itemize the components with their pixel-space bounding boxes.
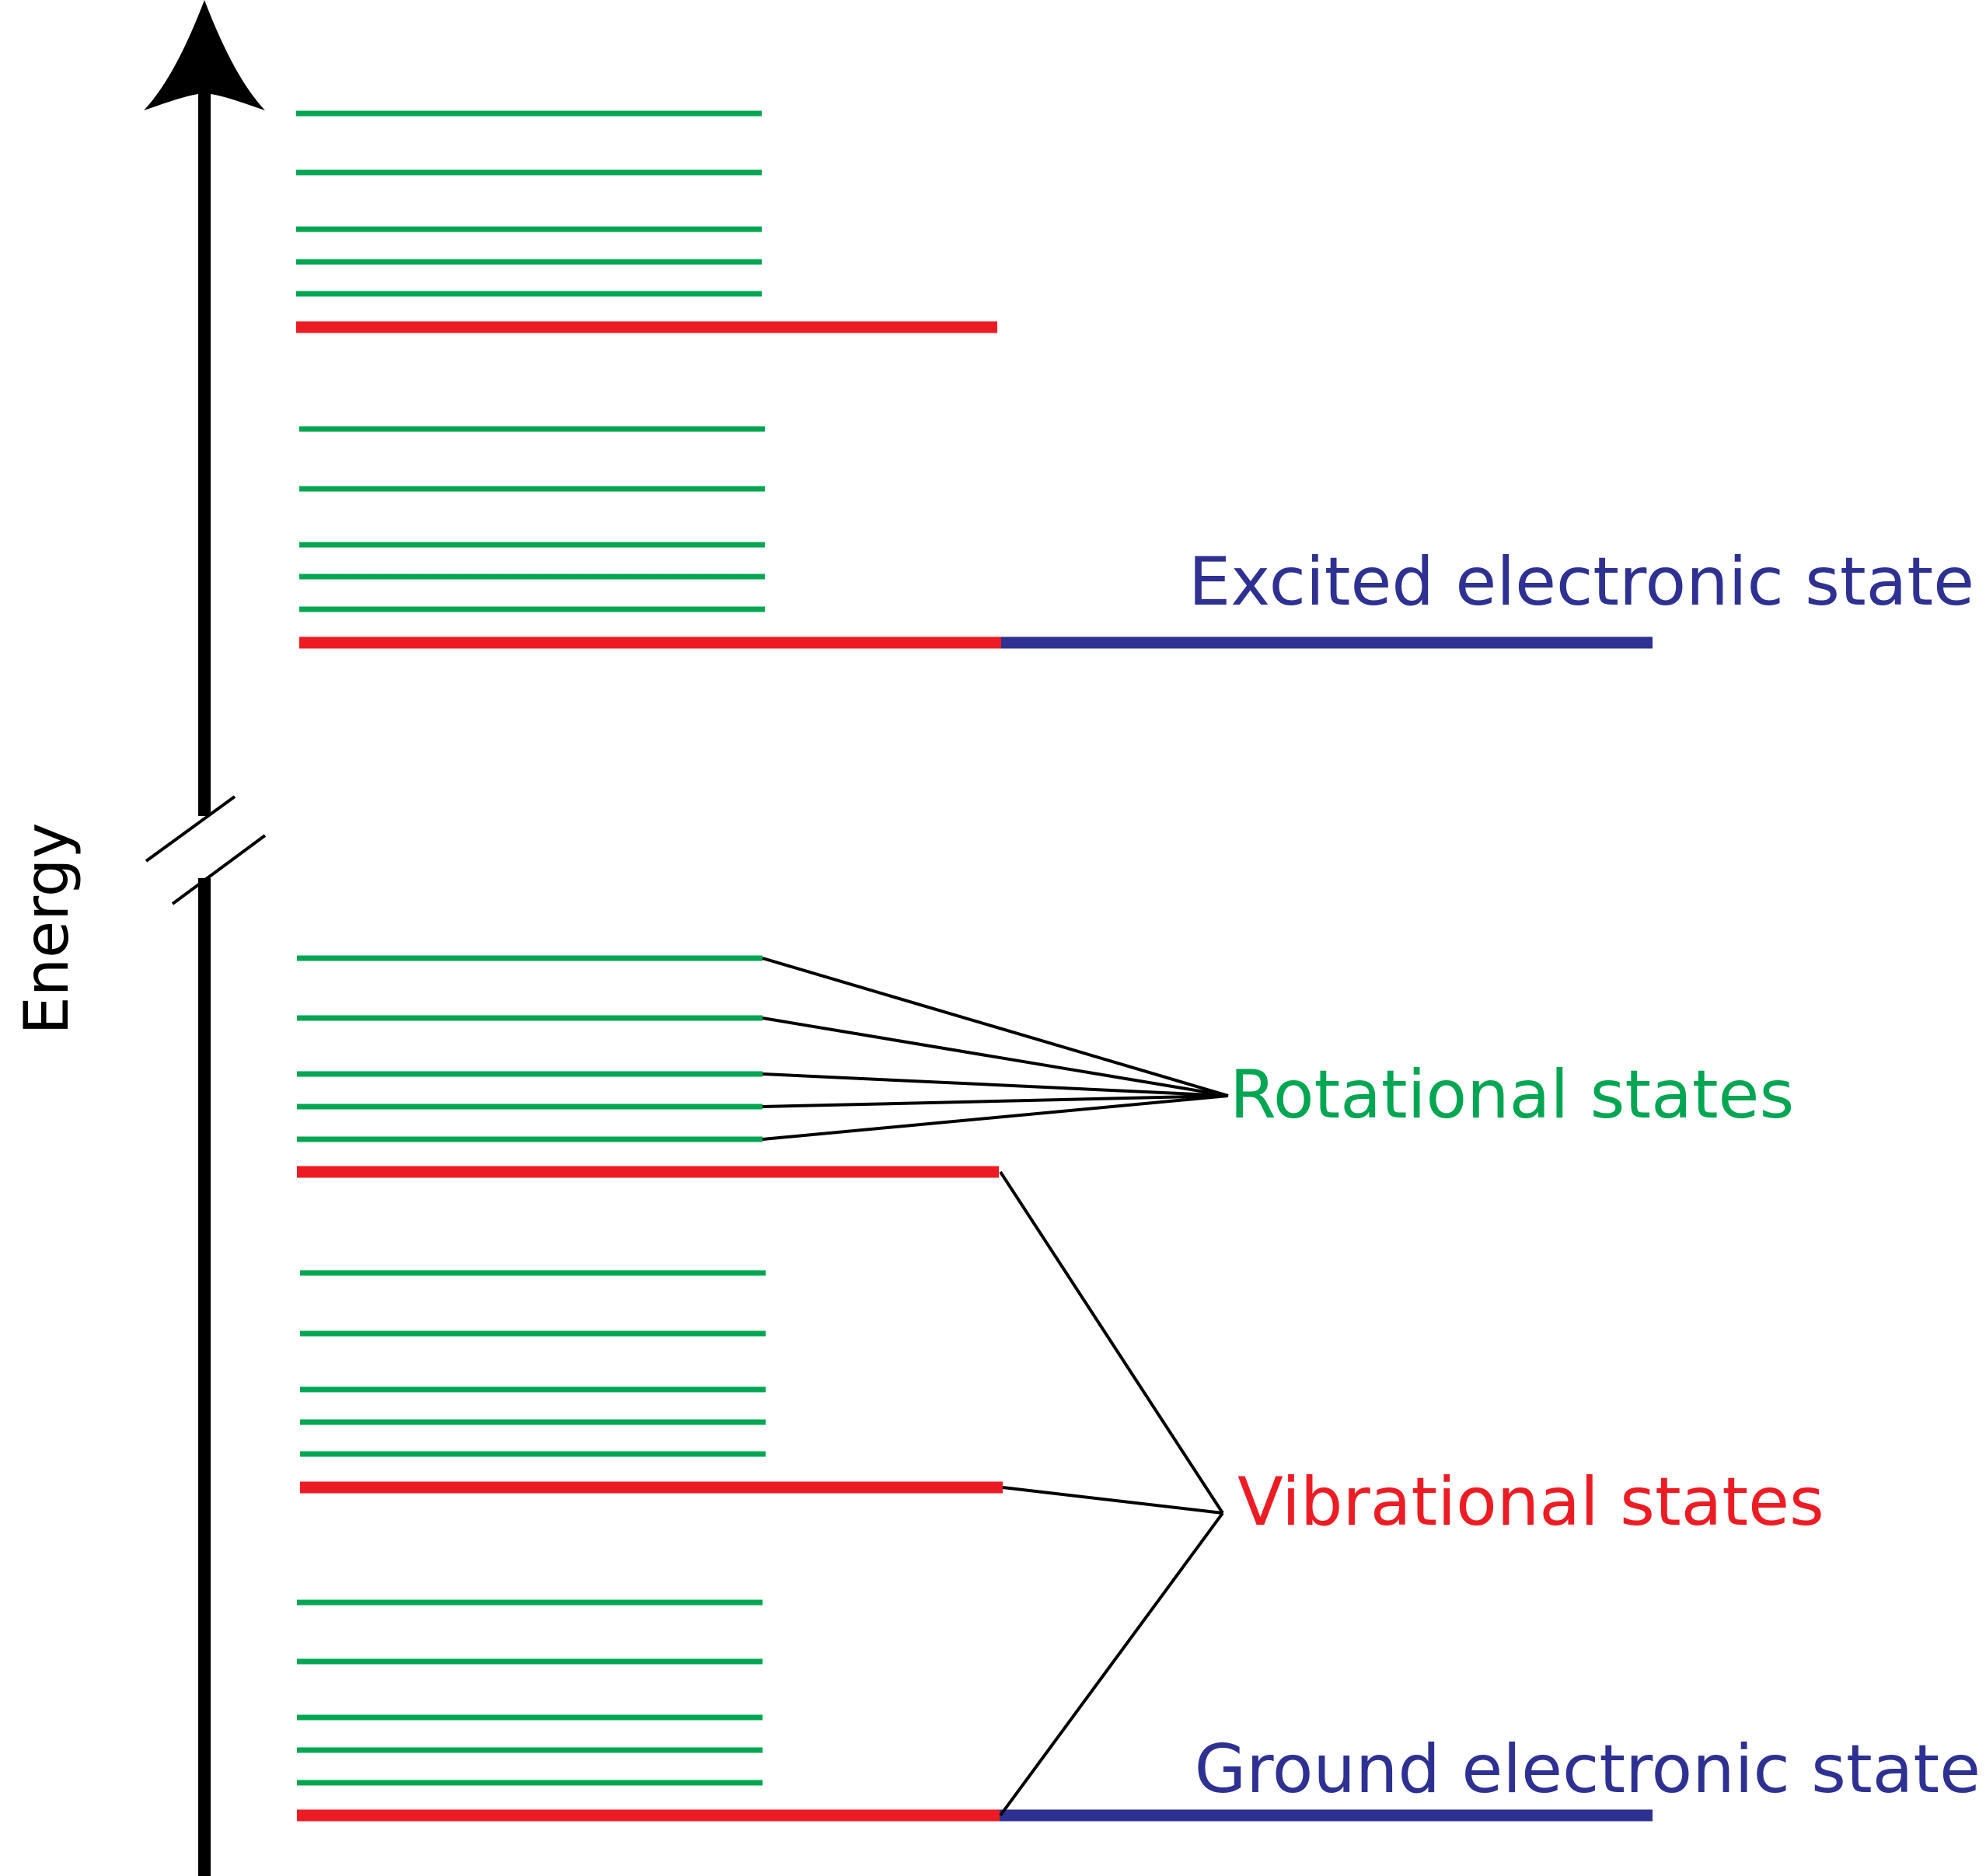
- leader-line: [762, 1072, 1229, 1097]
- label-vibrational-states: Vibrational states: [1237, 1463, 1824, 1541]
- energy-axis: Energy: [12, 0, 267, 1876]
- leader-line: [999, 1512, 1224, 1817]
- axis-arrowhead: [144, 0, 265, 110]
- ground-lower-manifold: [297, 1599, 1653, 1822]
- label-ground-electronic-state: Ground electronic state: [1195, 1731, 1981, 1808]
- label-rotational-states: Rotational states: [1230, 1056, 1794, 1134]
- leader-line: [762, 957, 1229, 1097]
- leader-line: [999, 1170, 1224, 1515]
- leader-line: [1002, 1486, 1223, 1515]
- excited-lower-manifold: [299, 426, 1653, 649]
- axis-label-energy: Energy: [12, 822, 82, 1034]
- rotational-leaders: [762, 957, 1229, 1141]
- leader-line: [762, 1094, 1229, 1141]
- axis-break-mark-lower: [171, 834, 267, 905]
- axis-break-mark-upper: [145, 795, 236, 863]
- excited-upper-manifold: [296, 110, 997, 333]
- leader-line: [762, 1094, 1229, 1108]
- label-excited-electronic-state: Excited electronic state: [1188, 543, 1974, 621]
- leader-line: [762, 1016, 1229, 1097]
- ground-middle-manifold: [300, 1270, 1003, 1494]
- ground-upper-manifold: [297, 955, 999, 1178]
- vibrational-leaders: [999, 1170, 1224, 1817]
